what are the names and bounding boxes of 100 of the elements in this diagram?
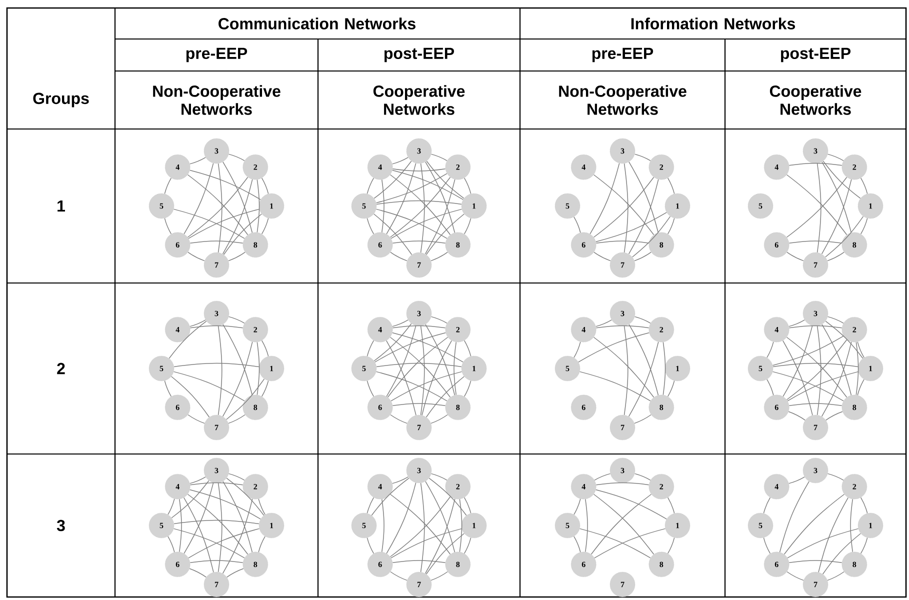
network-node: 5 [554,356,580,382]
network-node: 1 [258,356,284,382]
network-node: 7 [802,572,828,598]
network-edge [426,533,465,574]
network-edge [226,568,244,578]
network-edge [374,160,412,199]
network-edge [459,498,462,552]
network-edge [827,154,844,162]
network-node: 7 [802,252,828,278]
network-edge [430,571,448,581]
network-edge [860,497,868,514]
network-edge [464,178,472,194]
network-node: 8 [445,394,471,420]
network-edge [258,536,266,552]
row-header: Groups [33,92,89,108]
network-node: 1 [664,512,690,538]
network-node: 5 [748,356,774,382]
network-edge [825,216,864,258]
network-node: 7 [406,414,432,440]
network-edge [788,476,805,484]
network-edge [464,340,472,357]
network-node: 8 [842,232,868,258]
network-edge [464,218,472,234]
network-edge [786,252,804,262]
network-edge [430,316,448,324]
network-edge [366,537,374,554]
network-edge [667,178,675,194]
network-node: 5 [148,512,174,538]
network-edge [788,240,842,244]
network-edge [190,240,244,244]
network-node: 1 [461,193,487,219]
network-edge [579,371,651,402]
network-edge [667,218,675,234]
network-edge [386,482,416,554]
network-edge [190,157,206,164]
network-edge [662,342,666,396]
network-edge [228,414,246,424]
network-edge [173,208,245,239]
network-edge [596,240,650,244]
network-edge [827,473,844,481]
network-edge [424,498,456,574]
network-edge [464,497,472,514]
network-edge [171,376,210,418]
network-edge [624,326,628,416]
network-node: 3 [406,458,432,484]
network-edge [821,342,852,417]
network-edge [190,476,206,484]
network-node: 6 [764,552,790,578]
network-edge [179,498,182,552]
network-edge [386,325,416,397]
network-node: 8 [648,552,674,578]
network-edge [392,320,408,327]
network-edge [425,162,456,233]
network-edge [430,154,448,162]
network-edge [261,380,269,397]
network-node: 2 [648,154,674,180]
network-edge [366,218,374,234]
network-edge [788,560,842,563]
network-edge [258,498,266,515]
network-edge [825,320,864,359]
network-node: 2 [648,316,674,342]
network-edge [190,170,261,200]
network-edge [228,316,245,324]
network-edge [174,362,260,368]
network-edge [594,473,611,481]
network-edge [827,252,844,262]
group-number: 1 [58,200,65,212]
network-edge [187,494,248,555]
network-node: 2 [242,474,268,500]
network-node: 3 [610,300,636,326]
network-node: 1 [461,512,487,538]
network-edge [223,214,262,255]
network-edge [787,371,859,402]
network-edge [596,325,650,328]
column-header: pre-EEP [186,48,248,62]
network-edge [763,497,771,514]
network-edge [426,376,465,418]
network-edge [788,320,805,327]
network-edge [366,340,374,357]
network-edge [376,371,448,402]
network-edge [818,497,848,573]
network-edge [822,162,852,233]
network-edge [766,379,774,396]
network-edge [772,371,844,402]
network-edge [772,362,858,368]
network-edge [173,528,245,558]
network-edge [218,482,222,572]
network-node: 6 [367,232,393,258]
network-edge [782,340,813,416]
network-node: 8 [445,552,471,578]
network-node: 7 [802,414,828,440]
network-node: 8 [648,394,674,420]
network-node: 2 [445,316,471,342]
network-node: 3 [406,138,432,164]
network-edge [164,218,172,234]
network-node: 4 [570,474,596,500]
network-node: 2 [648,474,674,500]
network-node: 3 [204,138,230,164]
network-node: 7 [204,414,230,440]
network-edge [596,212,667,242]
